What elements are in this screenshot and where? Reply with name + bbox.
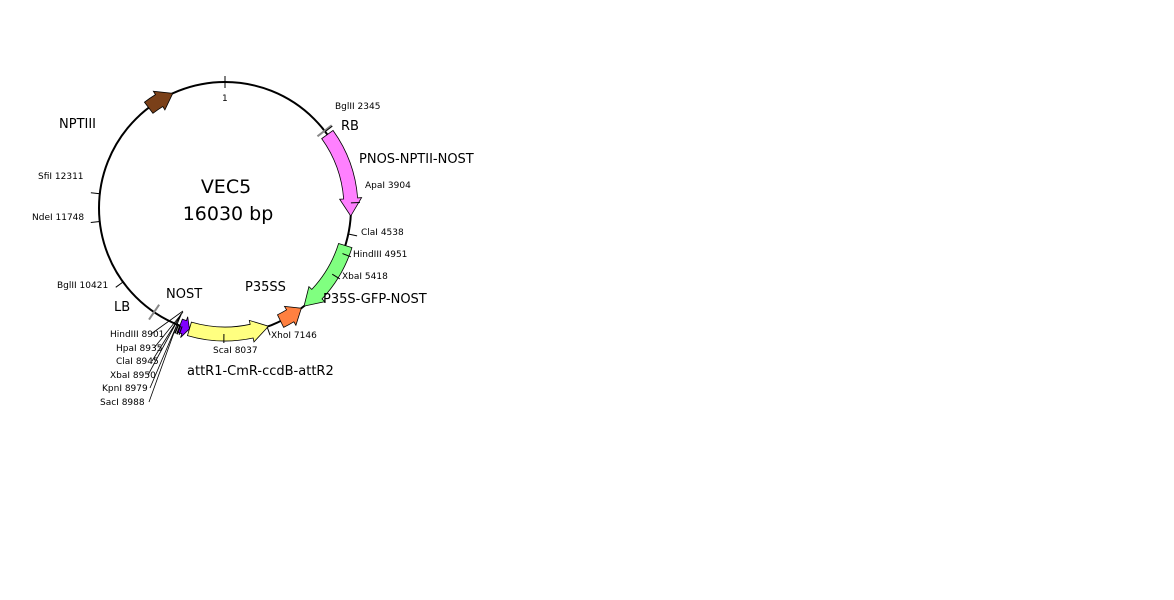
feature-label-p35ss: P35SS bbox=[245, 280, 286, 295]
site-label-saci-8988: SacI 8988 bbox=[100, 398, 145, 408]
origin-label: 1 bbox=[222, 94, 228, 104]
feature-label-lb: LB bbox=[114, 300, 130, 315]
site-label-apai-3904: ApaI 3904 bbox=[365, 181, 411, 191]
site-tick-ndei-11748 bbox=[90, 221, 100, 223]
site-leader-line bbox=[153, 311, 184, 349]
feature-arrow-attr_cassette bbox=[186, 319, 270, 343]
plasmid-name: VEC5 bbox=[201, 176, 251, 198]
site-tick-hindiii-4951 bbox=[342, 253, 352, 258]
site-leader-line bbox=[148, 315, 181, 403]
site-tick-bglii-10421 bbox=[115, 281, 124, 288]
site-label-xhoi-7146: XhoI 7146 bbox=[271, 331, 317, 341]
feature-label-nost: NOST bbox=[166, 287, 202, 302]
site-tick-hindiii-8901 bbox=[178, 326, 183, 336]
site-label-hpai-8935: HpaI 8935 bbox=[116, 344, 162, 354]
plasmid-size: 16030 bp bbox=[183, 203, 274, 225]
site-tick-sfii-12311 bbox=[90, 192, 100, 195]
feature-arrow-npt3 bbox=[143, 90, 174, 114]
site-label-bglii-10421: BglII 10421 bbox=[57, 281, 108, 291]
site-label-hindiii-8901: HindIII 8901 bbox=[110, 330, 164, 340]
border-marker-lb bbox=[148, 304, 160, 321]
site-label-clai-8945: ClaI 8945 bbox=[116, 357, 159, 367]
feature-arrow-p35s_gfp_nost bbox=[303, 242, 353, 307]
sites-layer bbox=[90, 125, 360, 403]
features-layer bbox=[143, 90, 363, 343]
site-tick-xhoi-7146 bbox=[266, 326, 271, 336]
feature-arrow-p35ss bbox=[276, 305, 302, 328]
site-label-xbai-8950: XbaI 8950 bbox=[110, 371, 156, 381]
feature-arrow-pnos_nptii_nost bbox=[321, 129, 363, 217]
site-label-kpni-8979: KpnI 8979 bbox=[102, 384, 148, 394]
site-tick-bglii-2345 bbox=[324, 125, 333, 132]
site-tick-saci-8988 bbox=[174, 324, 179, 334]
feature-label-p35s-gfp-nost: P35S-GFP-NOST bbox=[323, 292, 427, 307]
site-label-bglii-2345: BglII 2345 bbox=[335, 102, 380, 112]
site-tick-xbai-5418 bbox=[331, 273, 341, 280]
feature-label-rb: RB bbox=[341, 119, 359, 134]
site-leader-line bbox=[147, 313, 182, 376]
site-label-sfii-12311: SfiI 12311 bbox=[38, 172, 84, 182]
border-marker-rb bbox=[316, 124, 333, 138]
site-tick-clai-4538 bbox=[348, 233, 358, 237]
site-tick-xbai-8950 bbox=[176, 325, 181, 335]
site-label-hindiii-4951: HindIII 4951 bbox=[353, 250, 407, 260]
site-tick-hpai-8935 bbox=[176, 325, 182, 335]
feature-label-attr-cassette: attR1-CmR-ccdB-attR2 bbox=[187, 364, 334, 379]
site-label-ndei-11748: NdeI 11748 bbox=[32, 213, 84, 223]
site-label-xbai-5418: XbaI 5418 bbox=[342, 272, 388, 282]
feature-label-pnos-nptii-nost: PNOS-NPTII-NOST bbox=[359, 152, 474, 167]
site-leader-line bbox=[150, 310, 184, 335]
site-label-scai-8037: ScaI 8037 bbox=[213, 346, 258, 356]
site-label-clai-4538: ClaI 4538 bbox=[361, 228, 404, 238]
feature-label-nptiii: NPTIII bbox=[59, 117, 96, 132]
